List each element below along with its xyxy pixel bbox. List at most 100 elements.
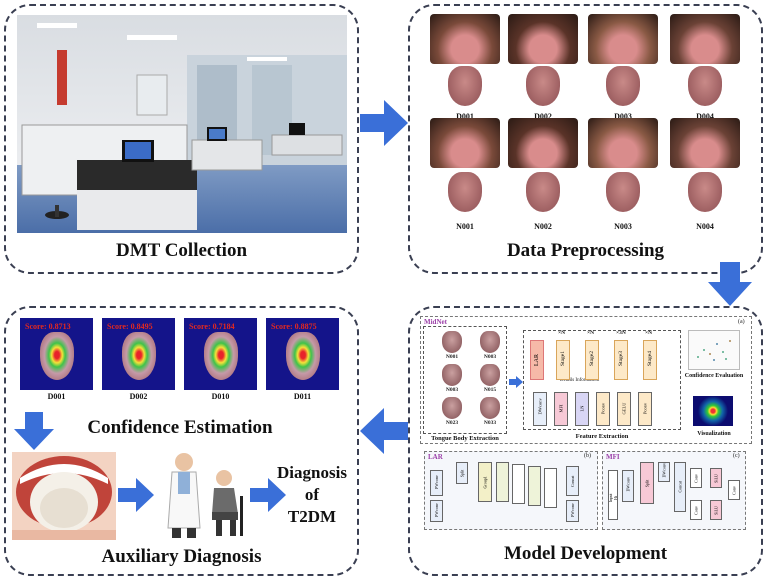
feature-block-label: DWconv	[537, 398, 543, 415]
tag-b: (b)	[584, 453, 591, 459]
arrow-down-icon	[708, 262, 752, 306]
open-mouth-illustration	[12, 452, 116, 540]
group-block	[512, 464, 525, 504]
preprocessing-label: D003	[614, 112, 632, 121]
diagnosis-result: Diagnosis of T2DM	[270, 462, 354, 528]
mfi-block-label: Input Hi	[608, 493, 618, 502]
mfi-block-label: Split	[644, 479, 650, 488]
mfi-block-label: DWconv	[625, 477, 631, 492]
confidence-score: Score: 0.7184	[189, 322, 235, 331]
midnet-diagram	[420, 316, 752, 444]
mouth-photo	[430, 14, 500, 64]
heatmap-tongue	[204, 332, 238, 380]
feature-block-label: GELU	[621, 402, 627, 415]
mfi-block: Conv	[690, 468, 702, 488]
preprocessing-label: N002	[534, 222, 552, 231]
feature-block-label: MFI	[558, 404, 564, 413]
visualization-label: Visualization	[697, 431, 731, 437]
tongue-body-id: N003	[483, 354, 497, 360]
lar-block: Split	[456, 462, 468, 484]
heatmap-label: D001	[47, 392, 66, 401]
mfi-block: Input Hi	[608, 470, 618, 520]
heatmap-tongue	[122, 332, 156, 380]
tongue-body-thumb	[480, 331, 500, 353]
lar-block: PWconv	[430, 470, 443, 496]
lar-block: PWconv	[430, 500, 443, 522]
lar-block: Group1	[478, 462, 492, 502]
feature-extraction-box	[523, 330, 681, 430]
stage-label: Stage1	[560, 351, 566, 366]
visualization-thumbnail	[693, 396, 733, 426]
feature-block: DWconv	[533, 392, 547, 426]
mfi-block-label: Conv	[731, 486, 737, 495]
mfi-block-label: SiLU	[713, 506, 719, 515]
mfi-block-label: Concat	[677, 481, 683, 493]
heatmap: Score: 0.8713	[20, 318, 93, 390]
feature-block: Pconv	[596, 392, 610, 426]
mouth-photo	[430, 118, 500, 168]
diagnosis-title: Auxiliary Diagnosis	[101, 546, 262, 567]
lab-photo	[17, 15, 347, 233]
preprocessing-title: Data Preprocessing	[506, 240, 665, 261]
mouth-photo	[670, 14, 740, 64]
mfi-block: Conv	[690, 500, 702, 520]
tongue-body-id: N003	[445, 387, 459, 393]
mfi-block: DWconv	[658, 462, 670, 482]
tongue-body-thumb	[442, 331, 462, 353]
feature-block: MFI	[554, 392, 568, 426]
tongue-body-id: N033	[483, 420, 497, 426]
mfi-block-label: Conv	[693, 474, 699, 483]
lar-block: Concat	[566, 466, 579, 496]
tongue-body-thumb	[442, 397, 462, 419]
arrow-right-icon	[250, 478, 286, 512]
mfi-block: Split	[640, 462, 654, 504]
tongue-crop	[606, 172, 640, 212]
group-block	[496, 462, 509, 502]
diagnosis-line-2: of	[304, 485, 320, 504]
mfi-block-label: Conv	[693, 506, 699, 515]
preprocessing-label: N004	[696, 222, 714, 231]
tongue-body-thumb	[480, 364, 500, 386]
mfi-block: Conv	[728, 480, 740, 500]
heatmap-label: D002	[129, 392, 148, 401]
stage-multiplier: ×N	[645, 330, 653, 336]
lar-block-label: PWconv	[434, 475, 439, 489]
tongue-body-box	[423, 326, 507, 434]
preprocessing-label: D004	[696, 112, 714, 121]
arrow-right-icon	[360, 100, 408, 146]
tongue-body-extraction-label: Tongue Body Extraction	[431, 435, 499, 442]
tongue-crop	[448, 172, 482, 212]
stage-multiplier: ×3N	[616, 330, 626, 336]
confidence-eval-box	[688, 330, 740, 370]
mouth-photo	[588, 14, 658, 64]
tag-c: (c)	[733, 453, 740, 459]
tongue-body-thumb	[480, 397, 500, 419]
lar-block-label: Group1	[482, 476, 488, 489]
diagnosis-line-3: T2DM	[287, 507, 337, 526]
tongue-crop	[688, 66, 722, 106]
doctor-patient-illustration	[167, 453, 243, 538]
mouth-photo	[670, 118, 740, 168]
stage-block: Stage4	[643, 340, 657, 380]
feature-block: LN	[575, 392, 589, 426]
mfi-block: SiLU	[710, 468, 722, 488]
heatmap-tongue	[286, 332, 320, 380]
preprocessing-label: N003	[614, 222, 632, 231]
arrow-right-icon	[118, 478, 154, 512]
stage-multiplier: ×N	[558, 330, 566, 336]
feature-block-label: Pconv	[642, 402, 648, 415]
tongue-crop	[688, 172, 722, 212]
tongue-crop	[526, 172, 560, 212]
stage-block: Stage2	[585, 340, 599, 380]
feature-extraction-label: Feature Extraction	[575, 433, 629, 440]
tongue-body-id: N023	[445, 420, 459, 426]
mfi-title: MFI	[606, 453, 620, 461]
lar-block-label: Split	[459, 469, 465, 478]
heatmap: Score: 0.8875	[266, 318, 339, 390]
lar-block-label: PWconv	[570, 503, 575, 517]
stage-block: Stage3	[614, 340, 628, 380]
mfi-block: DWconv	[622, 470, 634, 502]
lar-block-label: PWconv	[434, 503, 439, 517]
feature-block: GELU	[617, 392, 631, 426]
group-block	[528, 466, 541, 506]
